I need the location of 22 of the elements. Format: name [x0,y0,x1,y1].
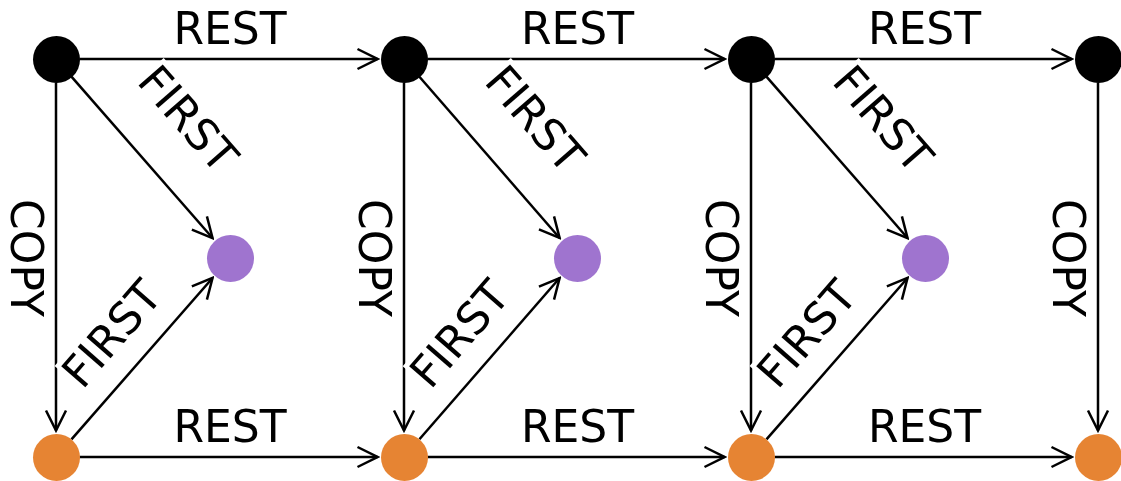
arrow [765,75,909,240]
arrow [44,82,68,432]
arrow [765,276,909,441]
circle-node [727,433,775,481]
arrow [1086,82,1110,432]
circle-node [380,433,428,481]
arrow [79,47,379,71]
circle-node [553,234,601,282]
arrow [418,75,561,240]
arrow [70,276,214,441]
arrow [739,82,763,432]
arrow [427,47,726,71]
arrow [392,82,416,432]
arrow [418,276,561,441]
arrow [70,75,214,240]
arrow [774,47,1073,71]
arrow [427,445,726,469]
arrow [79,445,379,469]
circle-node [32,433,80,481]
circle-node [206,234,254,282]
circle-node [901,234,949,282]
arrow [774,445,1073,469]
